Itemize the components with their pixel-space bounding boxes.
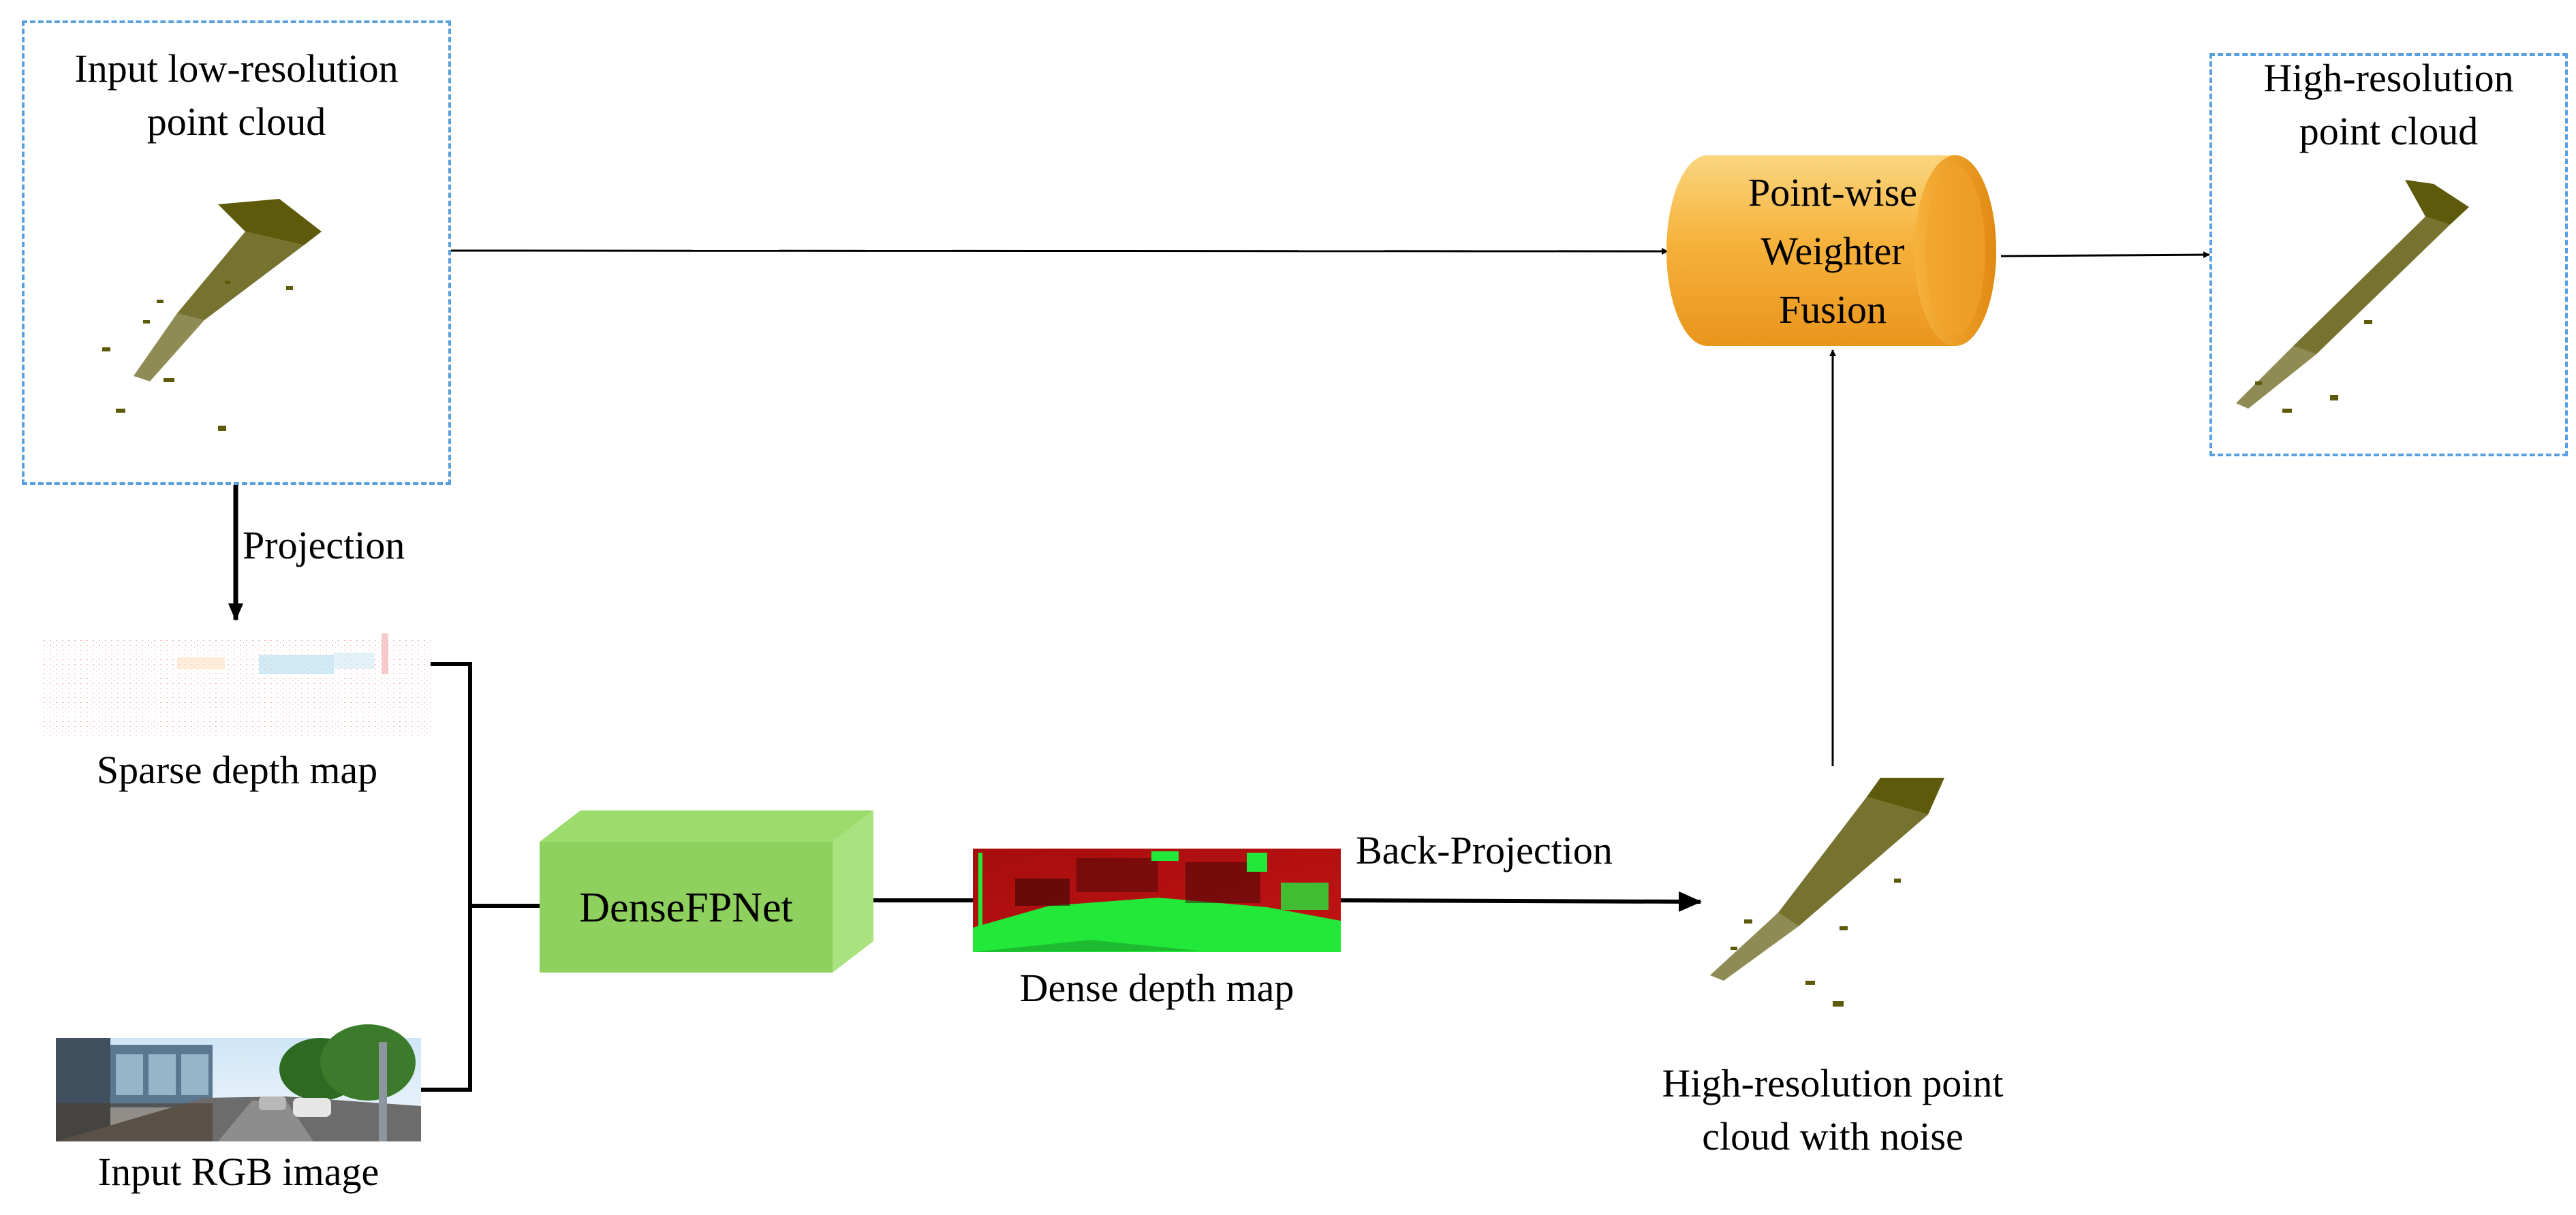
rgb-image [56,1024,421,1141]
edge-back-projection [1340,891,1702,912]
network-label: DenseFPNet [579,885,793,931]
dense-depth-image [973,849,1341,952]
fusion-module-shape [1666,155,1996,346]
edge-fusion-to-output [2000,251,2210,259]
output-point-cloud [2236,180,2469,413]
back-projection-label: Back-Projection [1356,828,1613,872]
sparse-depth-image [44,633,431,737]
input-cloud-box [22,20,451,485]
noisy-point-cloud [1710,778,1944,1007]
sparse-depth-label: Sparse depth map [96,748,378,792]
fusion-module-label: Point-wise Weighter Fusion [1748,170,1918,332]
input-cloud-label: Input low-resolution point cloud [74,46,399,144]
noisy-cloud-label: High-resolution point cloud with noise [1662,1061,2004,1158]
network-block-shape [540,810,873,973]
output-cloud-label: High-resolution point cloud [2263,56,2514,153]
edge-inputs-to-network [421,662,472,1092]
projection-label: Projection [243,523,405,567]
dense-depth-label: Dense depth map [1019,966,1294,1010]
input-point-cloud [102,199,322,431]
output-cloud-box [2209,53,2568,456]
rgb-image-label: Input RGB image [97,1150,379,1194]
